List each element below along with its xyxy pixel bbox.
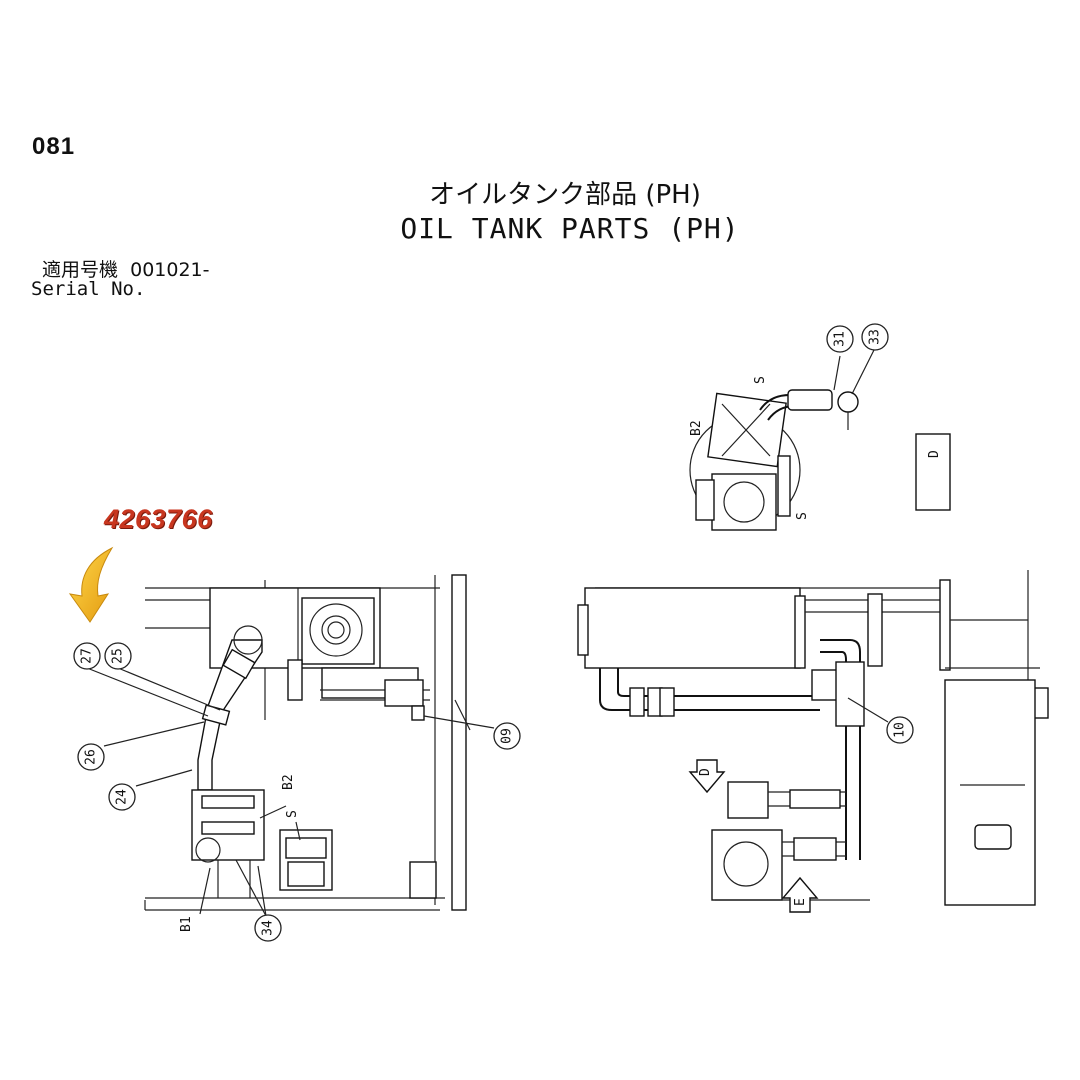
callout-33: 33	[861, 323, 889, 351]
svg-text:31: 31	[833, 331, 848, 347]
label-view-d: D	[698, 768, 713, 776]
svg-text:09: 09	[500, 728, 515, 744]
serial-label-japanese: 適用号機 001021-	[42, 255, 210, 282]
callout-10: 10	[886, 716, 914, 744]
serial-label-jp: 適用号機	[42, 259, 119, 281]
callout-24: 24	[108, 783, 136, 811]
callout-34: 34	[254, 914, 282, 942]
page-number: 081	[32, 133, 76, 160]
svg-text:10: 10	[893, 722, 908, 738]
label-b2-left: B2	[281, 774, 296, 790]
left-view	[144, 574, 471, 911]
label-s-top2: S	[795, 512, 810, 520]
title-english: OIL TANK PARTS (PH)	[400, 212, 740, 245]
callout-09: 09	[493, 722, 521, 750]
callout-27: 27	[73, 642, 101, 670]
svg-text:24: 24	[115, 789, 130, 805]
callout-26: 26	[77, 743, 105, 771]
callout-25: 25	[104, 642, 132, 670]
label-b2-top: B2	[689, 420, 704, 436]
pointer-arrow-icon	[68, 546, 114, 623]
label-view-e: E	[793, 898, 808, 906]
right-view	[577, 570, 1049, 913]
pump-detail-view	[689, 389, 951, 531]
title-japanese: オイルタンク部品 (PH)	[429, 180, 701, 210]
label-s-left: S	[285, 810, 300, 818]
svg-text:33: 33	[868, 329, 883, 345]
label-b1: B1	[179, 916, 194, 932]
serial-label-english: Serial No.	[31, 278, 146, 300]
label-s-top1: S	[753, 376, 768, 384]
label-view-box: D	[927, 450, 942, 458]
serial-value: 001021-	[130, 259, 210, 281]
svg-text:25: 25	[111, 648, 126, 664]
callout-31: 31	[826, 325, 854, 353]
svg-text:27: 27	[80, 648, 95, 664]
svg-text:26: 26	[84, 749, 99, 765]
leader-lines	[86, 349, 889, 917]
part-number-annotation: 4263766	[104, 504, 213, 534]
svg-text:34: 34	[261, 920, 276, 936]
